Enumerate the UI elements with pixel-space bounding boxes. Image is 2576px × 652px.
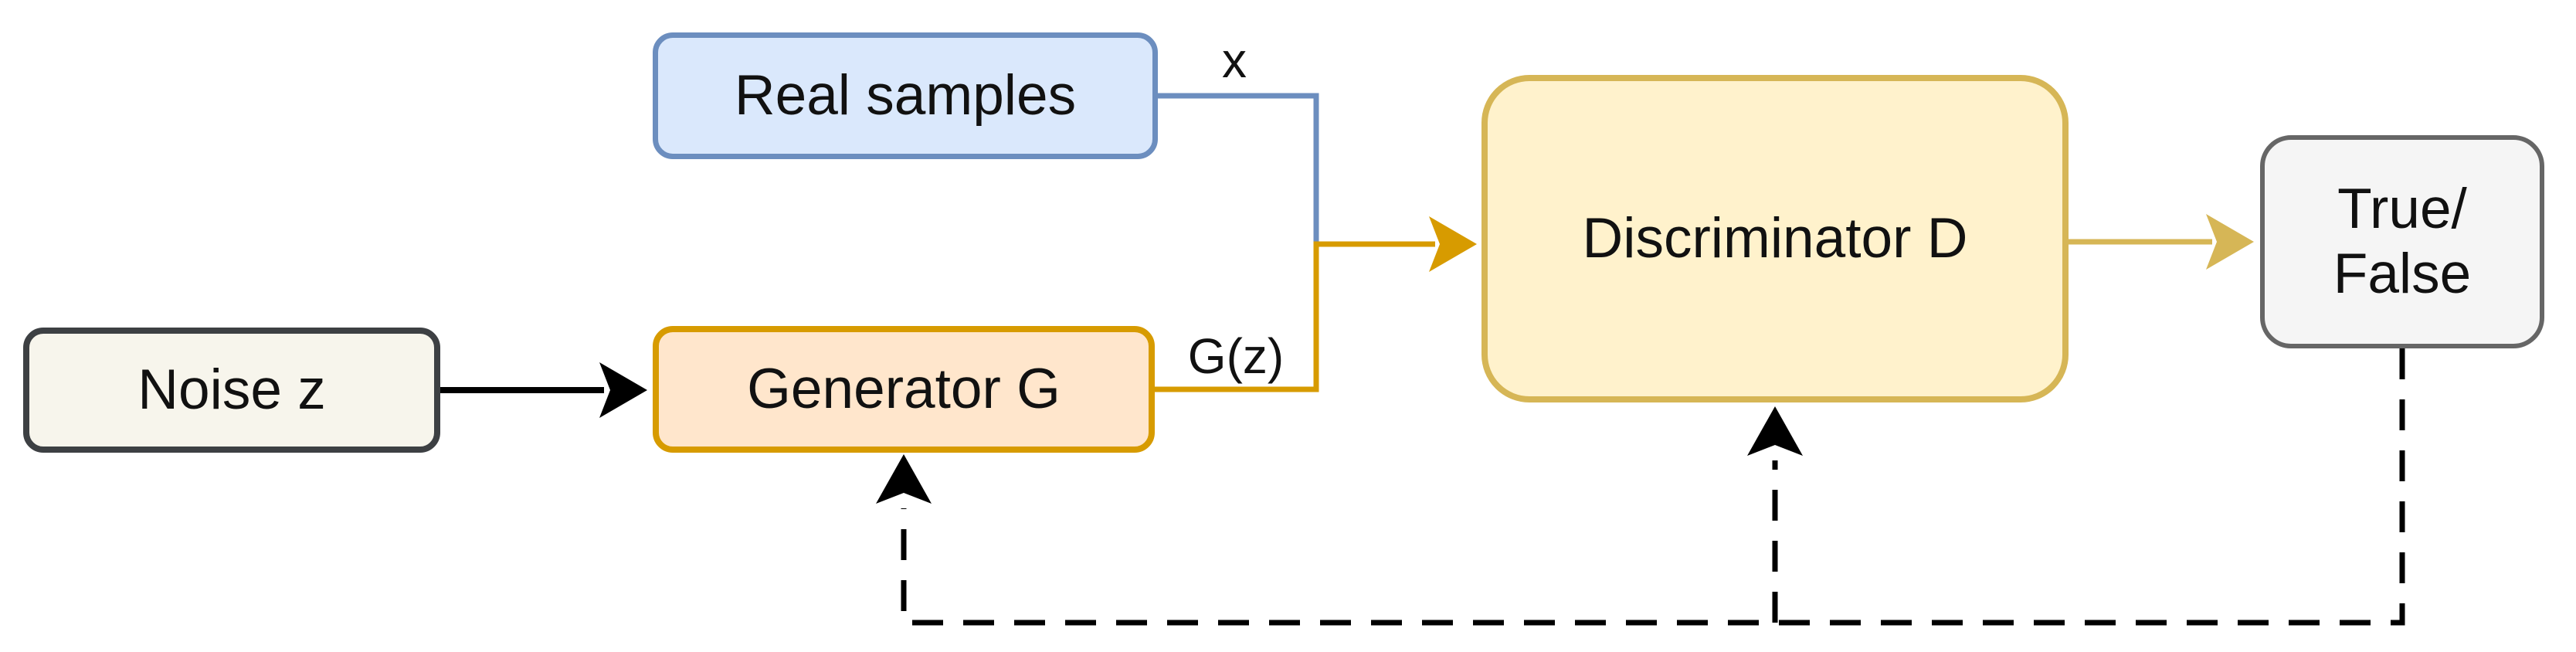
node-generator-label: Generator G — [747, 358, 1061, 421]
arrowhead-into-output-left — [2206, 214, 2254, 270]
edge-real-samples-to-junction — [1158, 93, 1319, 244]
node-real-samples-label: Real samples — [734, 64, 1077, 127]
node-true-false: True/ False — [2260, 135, 2544, 348]
node-noise-z: Noise z — [23, 328, 440, 453]
arrowhead-into-generator-left — [599, 362, 647, 418]
false-label-line: False — [2333, 243, 2472, 305]
edge-feedback-rail — [901, 348, 2405, 626]
edge-label-gz: G(z) — [1187, 328, 1285, 384]
node-noise-z-label: Noise z — [137, 358, 326, 422]
node-real-samples: Real samples — [653, 32, 1158, 159]
node-true-false-label: True/ False — [2333, 177, 2472, 307]
true-label-line: True/ — [2337, 178, 2467, 241]
arrowhead-into-discriminator-left — [1429, 216, 1477, 272]
node-discriminator-label: Discriminator D — [1582, 207, 1968, 270]
arrowhead-into-generator-bottom — [876, 454, 932, 504]
arrowhead-into-discriminator-bottom — [1747, 406, 1803, 456]
edge-label-x: x — [1222, 32, 1247, 88]
node-discriminator: Discriminator D — [1481, 75, 2069, 402]
edge-generator-to-discriminator — [1154, 241, 1435, 392]
node-generator: Generator G — [653, 326, 1155, 453]
